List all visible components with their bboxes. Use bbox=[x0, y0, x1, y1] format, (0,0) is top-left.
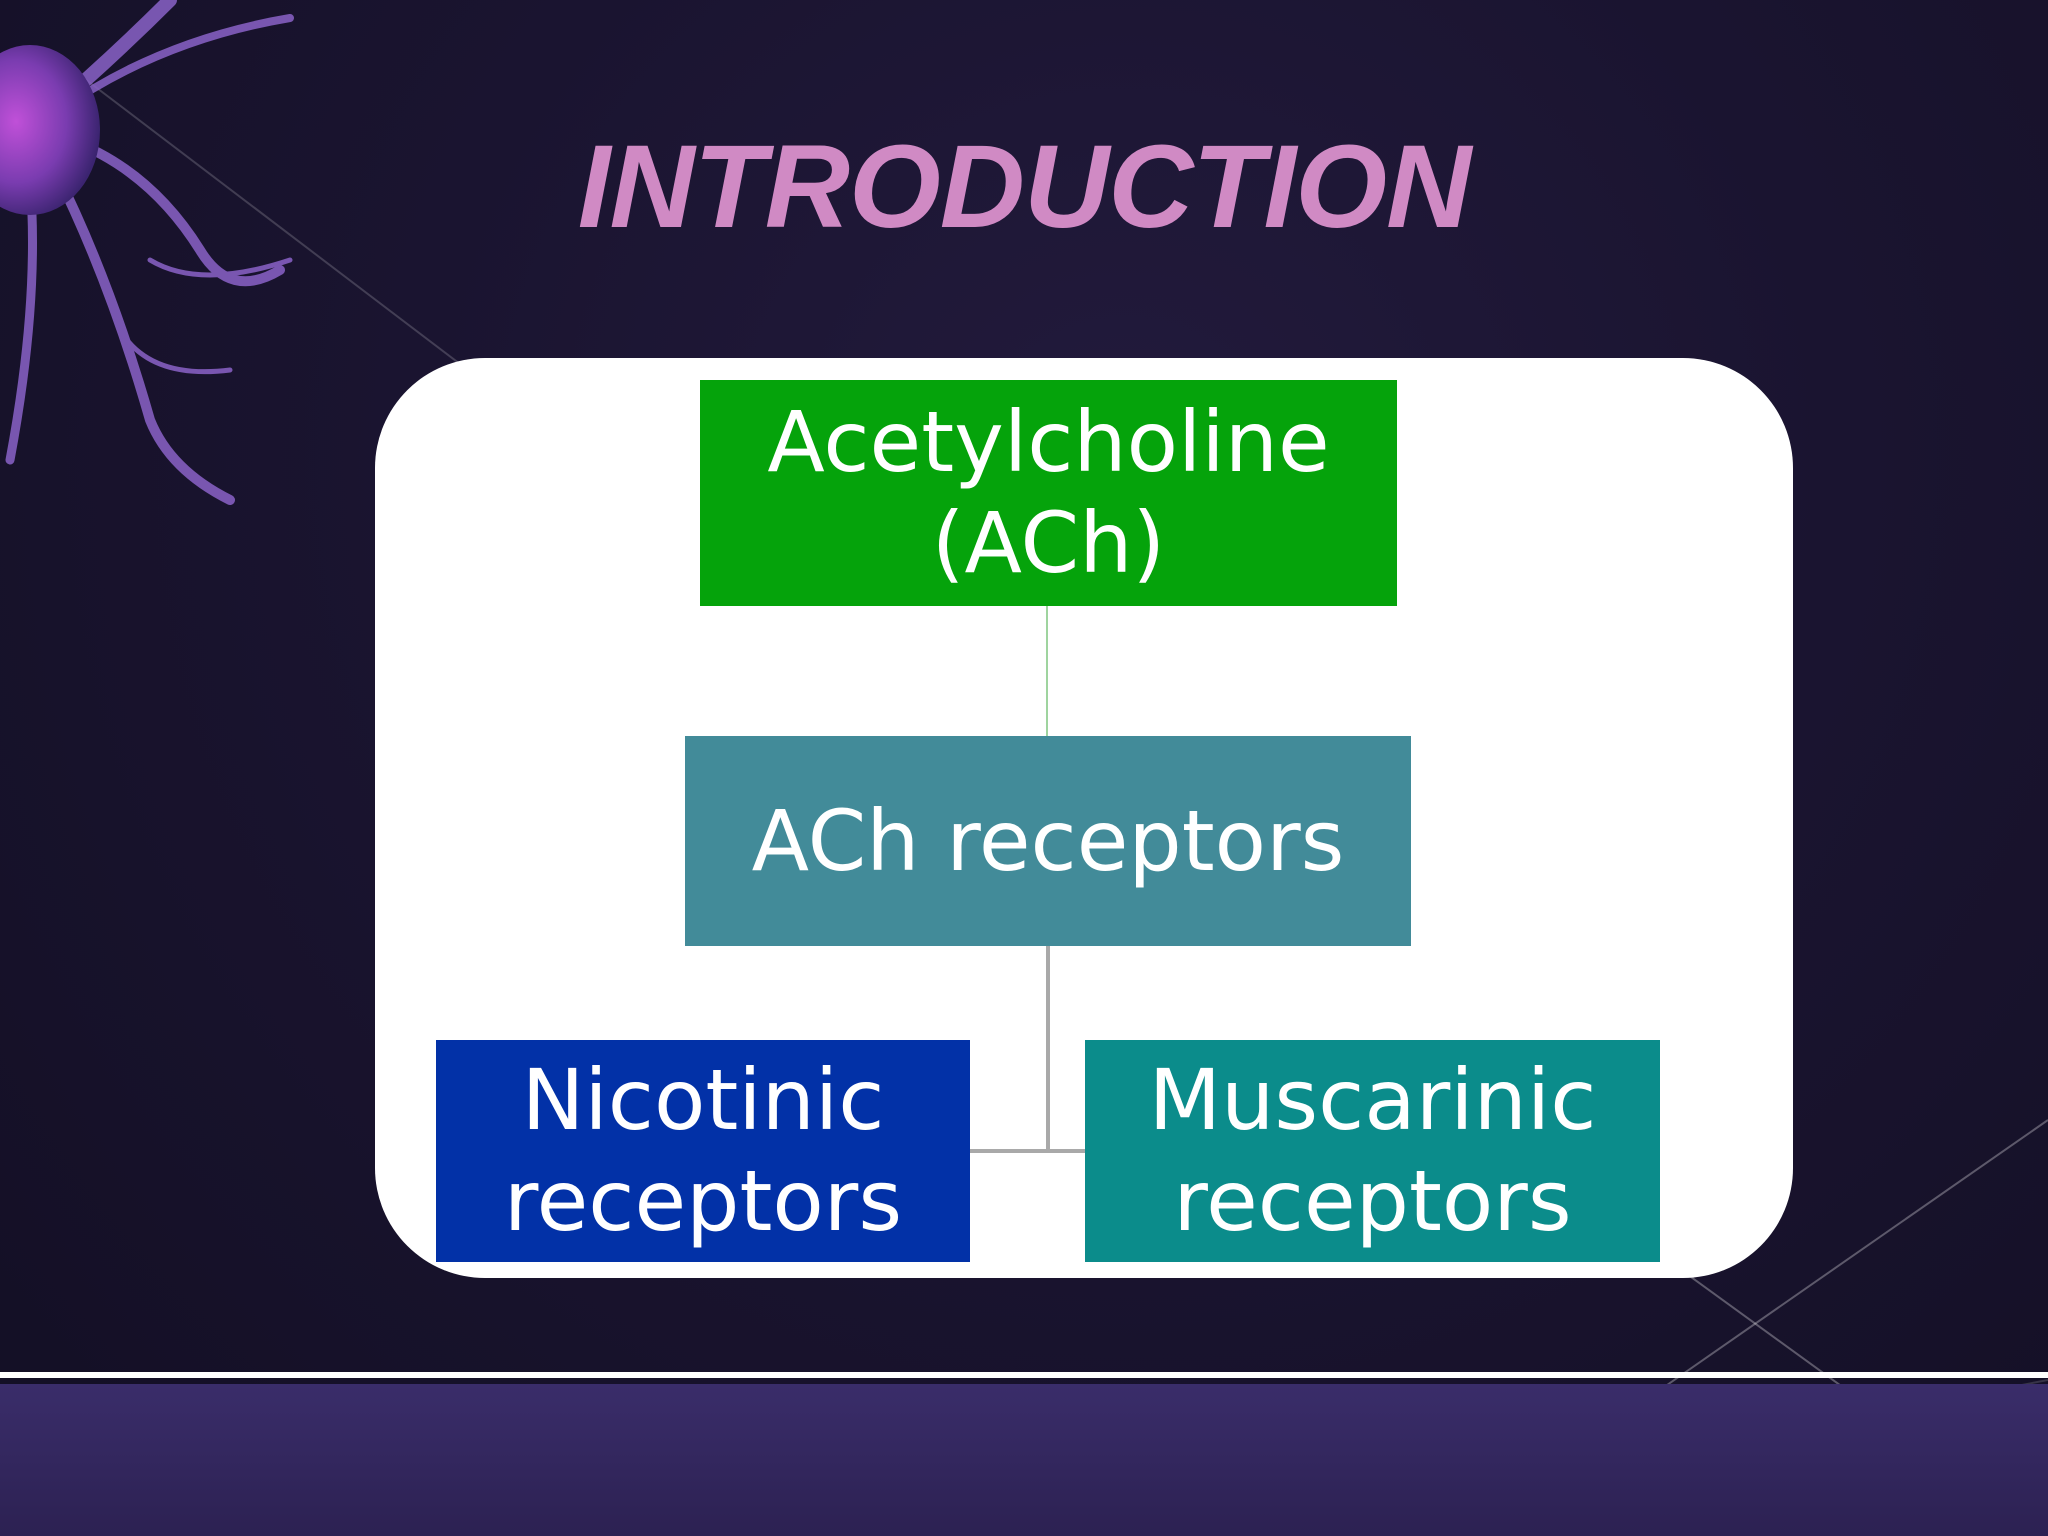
connector-children-branch bbox=[970, 1149, 1085, 1153]
node-acetylcholine-line1: Acetylcholine bbox=[767, 393, 1330, 492]
node-acetylcholine-line2: (ACh) bbox=[931, 494, 1166, 592]
node-muscarinic-line1: Muscarinic bbox=[1148, 1051, 1597, 1150]
neuron-icon bbox=[0, 0, 294, 505]
node-acetylcholine: Acetylcholine (ACh) bbox=[700, 380, 1397, 606]
node-muscarinic-line2: receptors bbox=[1173, 1152, 1572, 1250]
node-nicotinic-line1: Nicotinic bbox=[521, 1051, 885, 1150]
node-muscarinic-receptors: Muscarinic receptors bbox=[1085, 1040, 1660, 1262]
node-ach-receptors-label: ACh receptors bbox=[751, 791, 1345, 890]
node-nicotinic-line2: receptors bbox=[503, 1152, 903, 1250]
slide-title: INTRODUCTION bbox=[577, 121, 1472, 253]
bottom-divider bbox=[0, 1372, 2048, 1378]
node-ach-receptors: ACh receptors bbox=[685, 736, 1411, 946]
connector-root-to-receptors bbox=[1046, 606, 1048, 736]
connector-receptors-trunk bbox=[1046, 946, 1050, 1153]
node-nicotinic-receptors: Nicotinic receptors bbox=[436, 1040, 970, 1262]
footer-band bbox=[0, 1384, 2048, 1536]
